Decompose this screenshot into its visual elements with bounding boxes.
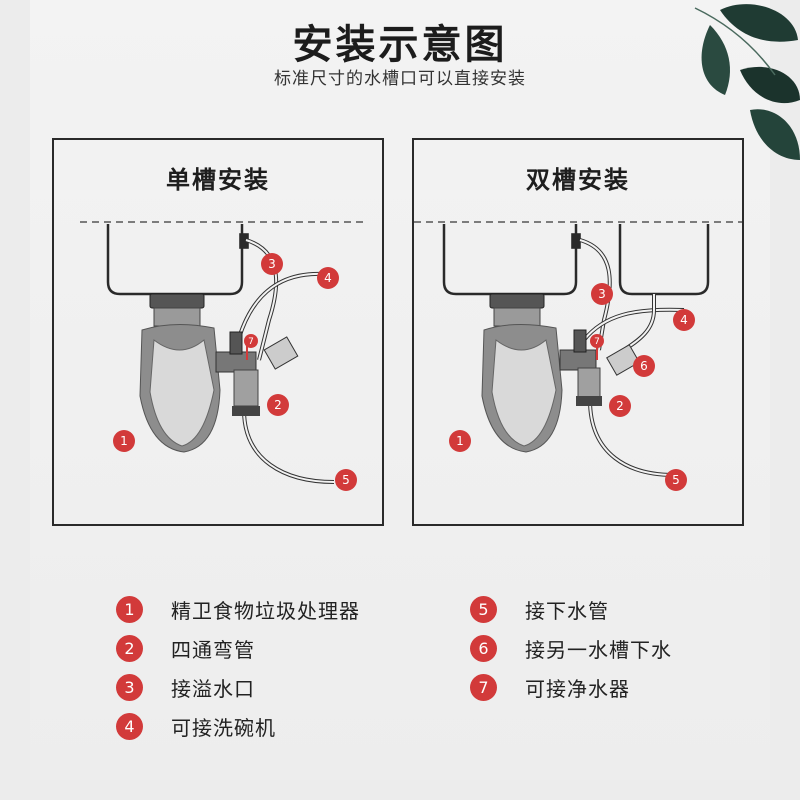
marker-6: 6 [633,355,655,377]
legend-label: 可接净水器 [525,677,630,701]
leaf-decoration [694,4,800,160]
svg-text:5: 5 [342,473,350,487]
legend-number-badge: 5 [470,596,497,623]
svg-text:3: 3 [268,257,276,271]
page-subtitle: 标准尺寸的水槽口可以直接安装 [274,69,526,89]
legend-number-badge: 4 [116,713,143,740]
legend-label: 可接洗碗机 [171,716,276,740]
legend-item: 1 精卫食物垃圾处理器 [116,590,360,629]
legend-item: 4 可接洗碗机 [116,707,360,746]
legend-label: 精卫食物垃圾处理器 [171,599,360,623]
legend-label: 四通弯管 [171,638,255,662]
marker-3: 3 [591,283,613,305]
marker-2: 2 [267,394,289,416]
legend-left: 1 精卫食物垃圾处理器 2 四通弯管 3 接溢水口 4 可接洗碗机 [116,590,360,746]
legend-item: 7 可接净水器 [470,668,672,707]
marker-3: 3 [261,253,283,275]
legend-number-badge: 2 [116,635,143,662]
legend-label: 接另一水槽下水 [525,638,672,662]
svg-text:3: 3 [598,287,606,301]
marker-7: 7 [590,334,604,348]
marker-5: 5 [665,469,687,491]
legend-item: 6 接另一水槽下水 [470,629,672,668]
single-sink-diagram: 1 2 3 4 5 7 [80,221,364,491]
legend-item: 3 接溢水口 [116,668,360,707]
svg-text:6: 6 [640,359,648,373]
page-title: 安装示意图 [292,22,508,68]
double-sink-title: 双槽安装 [526,166,630,194]
svg-text:1: 1 [456,434,464,448]
marker-4: 4 [673,309,695,331]
single-sink-title: 单槽安装 [166,166,270,194]
svg-text:2: 2 [274,398,282,412]
svg-text:2: 2 [616,399,624,413]
double-sink-diagram-box: 双槽安装 1 2 3 4 5 [412,138,744,526]
legend-item: 2 四通弯管 [116,629,360,668]
marker-1: 1 [113,430,135,452]
double-sink-diagram: 1 2 3 4 5 6 7 [414,221,742,491]
legend-label: 接下水管 [525,599,609,623]
legend-item: 5 接下水管 [470,590,672,629]
marker-1: 1 [449,430,471,452]
svg-text:4: 4 [680,313,688,327]
marker-2: 2 [609,395,631,417]
single-sink-diagram-box: 单槽安装 1 2 3 [52,138,384,526]
legend-label: 接溢水口 [171,677,255,701]
svg-text:7: 7 [594,337,600,347]
legend-number-badge: 1 [116,596,143,623]
legend-number-badge: 3 [116,674,143,701]
legend-right: 5 接下水管 6 接另一水槽下水 7 可接净水器 [470,590,672,707]
svg-text:1: 1 [120,434,128,448]
marker-7: 7 [244,334,258,348]
svg-text:5: 5 [672,473,680,487]
marker-4: 4 [317,267,339,289]
svg-text:7: 7 [248,337,254,347]
svg-text:4: 4 [324,271,332,285]
marker-5: 5 [335,469,357,491]
legend-number-badge: 7 [470,674,497,701]
legend-number-badge: 6 [470,635,497,662]
